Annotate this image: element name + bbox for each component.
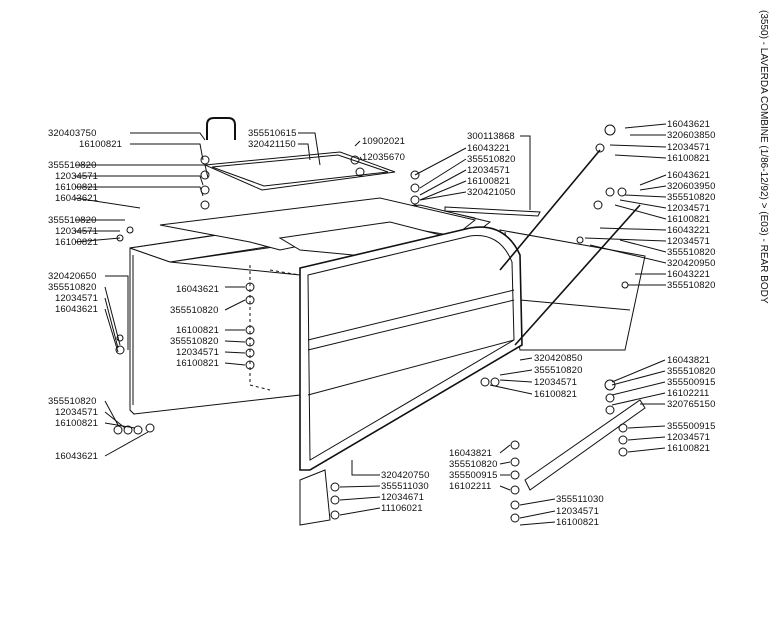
part-label: 355510820	[667, 366, 716, 377]
long-rod	[444, 206, 541, 217]
part-label: 12034571	[667, 432, 711, 443]
part-label: 355510820	[667, 247, 716, 258]
part-label: 16100821	[667, 443, 711, 454]
part-label: 16100821	[176, 358, 220, 369]
part-label: 11106021	[381, 503, 423, 514]
part-label: 12034571	[55, 293, 99, 304]
part-label: 12034571	[667, 236, 711, 247]
part-label: 355510820	[534, 365, 583, 376]
part-label: 355510615	[248, 128, 297, 139]
part-label: 355500915	[667, 377, 716, 388]
part-label: 12034571	[667, 142, 711, 153]
part-label: 320420850	[534, 353, 583, 364]
part-label: 16043621	[55, 193, 99, 204]
part-label: 16043821	[667, 355, 711, 366]
part-label: 12034571	[55, 171, 99, 182]
diagram-title-vertical: (3550) - LAVERDA COMBINE (1/86-12/92) > …	[747, 10, 777, 610]
lower-bracket	[299, 469, 331, 526]
part-label: 16043621	[176, 284, 220, 295]
part-label: 355510820	[48, 396, 97, 407]
part-label: 355510820	[667, 192, 716, 203]
part-label: 320421050	[467, 187, 516, 198]
part-label: 12034671	[381, 492, 425, 503]
u-bolt	[206, 117, 236, 140]
part-label: 355510820	[48, 215, 97, 226]
part-label: 16043621	[667, 119, 711, 130]
stay-rod	[499, 149, 601, 271]
part-label: 355510820	[48, 160, 97, 171]
part-label: 12035670	[362, 152, 406, 163]
part-label: 355511030	[381, 481, 429, 492]
part-label: 16043621	[55, 451, 99, 462]
part-label: 320603850	[667, 130, 716, 141]
part-label: 16100821	[534, 389, 578, 400]
part-label: 12034571	[176, 347, 220, 358]
part-label: 12034571	[556, 506, 600, 517]
part-label: 12034571	[667, 203, 711, 214]
part-label: 16100821	[55, 418, 99, 429]
part-label: 300113868	[467, 131, 515, 142]
part-label: 355510820	[449, 459, 498, 470]
part-label: 355510820	[667, 280, 716, 291]
part-label: 16100821	[79, 139, 123, 150]
part-label: 320420950	[667, 258, 716, 269]
part-label: 16043621	[667, 170, 711, 181]
part-label: 355511030	[556, 494, 604, 505]
part-label: 16102211	[449, 481, 492, 492]
part-label: 355500915	[449, 470, 498, 481]
part-label: 16100821	[55, 237, 99, 248]
part-label: 16043621	[55, 304, 99, 315]
part-label: 355510820	[170, 305, 219, 316]
part-label: 320420650	[48, 271, 97, 282]
part-label: 16100821	[556, 517, 600, 528]
part-label: 355500915	[667, 421, 716, 432]
bottom-strap	[524, 399, 646, 491]
part-label: 12034571	[55, 226, 99, 237]
part-label: 355510820	[48, 282, 97, 293]
part-label: 16100821	[55, 182, 99, 193]
part-label: 320421150	[248, 139, 296, 150]
part-label: 10902021	[362, 136, 406, 147]
part-label: 355510820	[170, 336, 219, 347]
part-label: 16043221	[667, 225, 711, 236]
part-label: 320603950	[667, 181, 716, 192]
part-label: 16100821	[667, 153, 711, 164]
part-label: 12034571	[467, 165, 511, 176]
part-label: 12034571	[534, 377, 578, 388]
part-label: 12034571	[55, 407, 99, 418]
part-label: 320765150	[667, 399, 716, 410]
part-label: 320403750	[48, 128, 97, 139]
part-label: 355510820	[467, 154, 516, 165]
part-label: 16043221	[667, 269, 711, 280]
part-label: 16100821	[176, 325, 220, 336]
part-label: 16102211	[667, 388, 710, 399]
part-label: 16100821	[467, 176, 511, 187]
part-label: 16100821	[667, 214, 711, 225]
part-label: 16043221	[467, 143, 511, 154]
part-label: 320420750	[381, 470, 430, 481]
part-label: 16043821	[449, 448, 493, 459]
diagram-title: (3550) - LAVERDA COMBINE (1/86-12/92) > …	[758, 10, 769, 304]
